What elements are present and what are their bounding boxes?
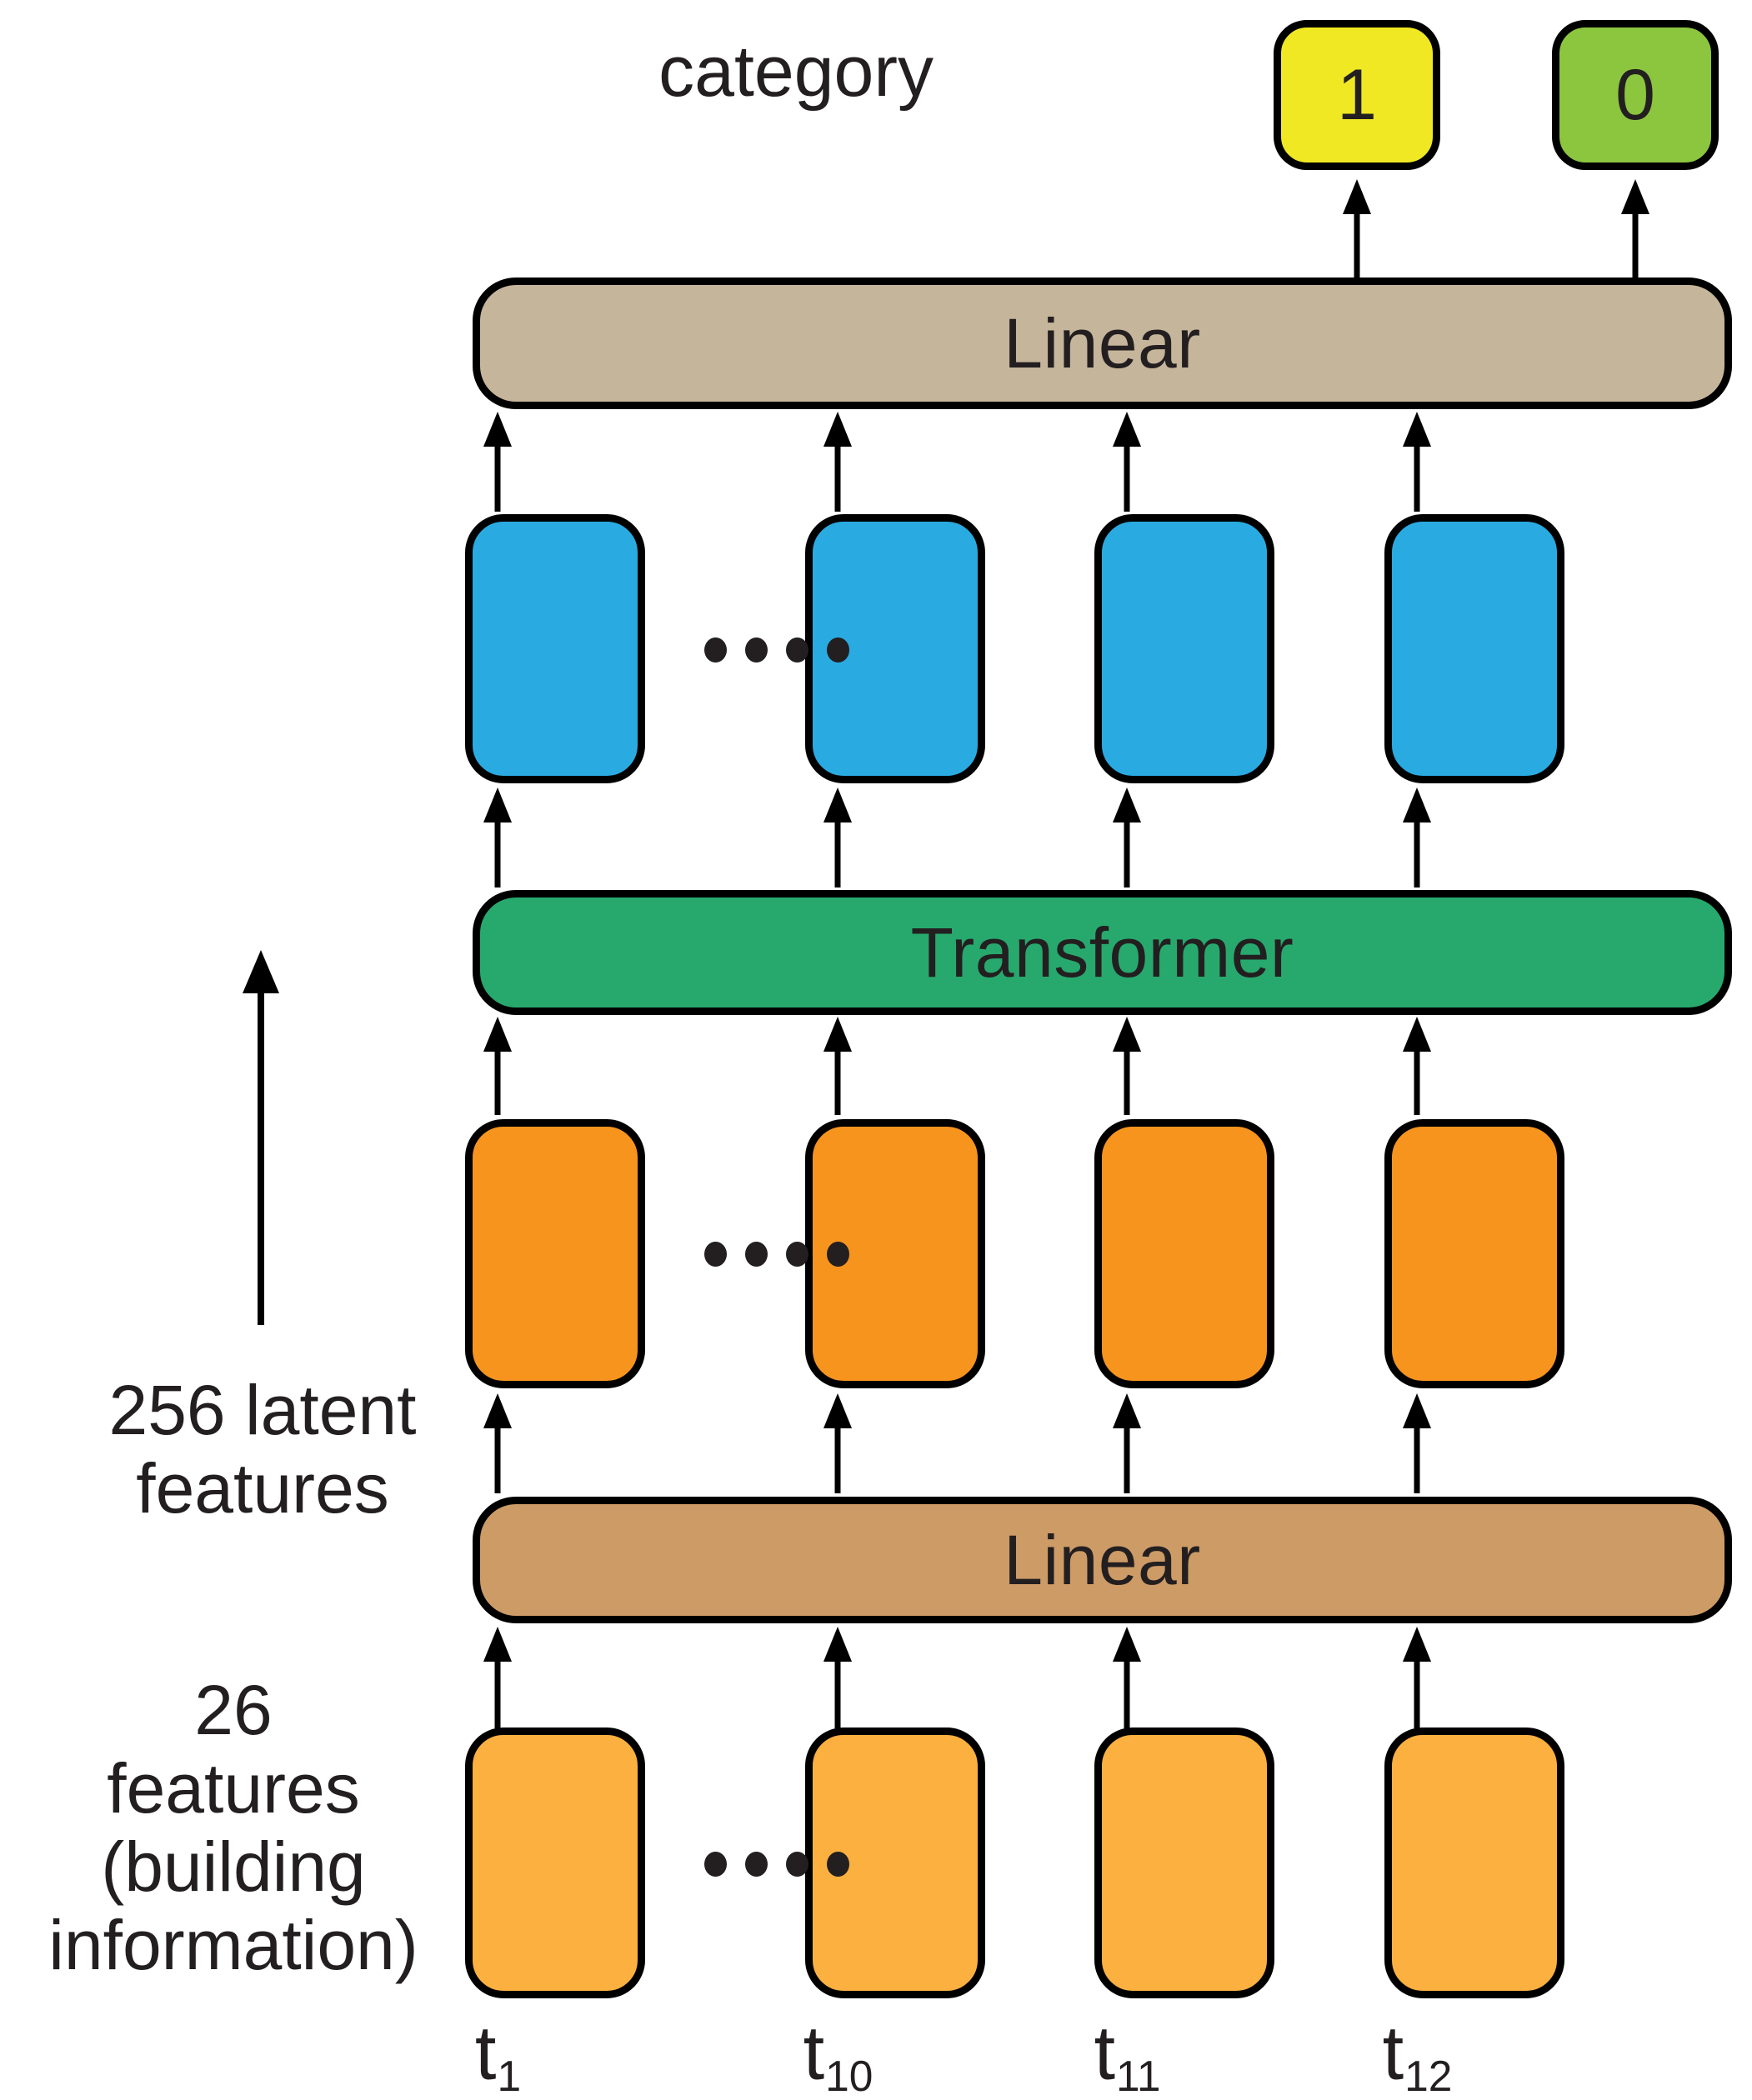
ellipsis-dot [745,1852,768,1877]
linear-layer-top[interactable]: Linear [473,278,1732,409]
category-label: category [658,32,934,112]
ellipsis-dot [704,1852,727,1877]
timestep-label-t10: t10 [803,2011,873,2100]
ellipsis-input-tokens [704,1852,849,1877]
linear-layer-bottom[interactable]: Linear [473,1497,1732,1623]
transformer-output-token-t11[interactable] [1094,514,1274,783]
ellipsis-dot [827,1242,849,1267]
timestep-label-t11: t11 [1094,2011,1161,2100]
embedded-token-t1[interactable] [465,1119,645,1388]
timestep-label-t1: t1 [474,2011,522,2100]
input-features-label: 26 features (building information) [48,1671,418,1985]
timestep-label-t12: t12 [1382,2011,1453,2100]
ellipsis-dot [786,1242,808,1267]
embedded-token-t11[interactable] [1094,1119,1274,1388]
ellipsis-dot [704,638,727,662]
ellipsis-dot [786,1852,808,1877]
transformer-output-token-t12[interactable] [1384,514,1564,783]
category-box-1[interactable]: 1 [1274,20,1440,170]
ellipsis-embedded-tokens [704,1242,849,1267]
transformer-output-token-t1[interactable] [465,514,645,783]
input-token-t11[interactable] [1094,1728,1274,1998]
input-token-t12[interactable] [1384,1728,1564,1998]
ellipsis-dot [745,638,768,662]
ellipsis-dot [704,1242,727,1267]
ellipsis-output-tokens [704,638,849,662]
latent-features-label: 256 latent features [108,1371,417,1528]
transformer-layer[interactable]: Transformer [473,890,1732,1015]
embedded-token-t12[interactable] [1384,1119,1564,1388]
ellipsis-dot [827,1852,849,1877]
input-token-t1[interactable] [465,1728,645,1998]
ellipsis-dot [745,1242,768,1267]
ellipsis-dot [786,638,808,662]
category-box-0[interactable]: 0 [1552,20,1719,170]
ellipsis-dot [827,638,849,662]
